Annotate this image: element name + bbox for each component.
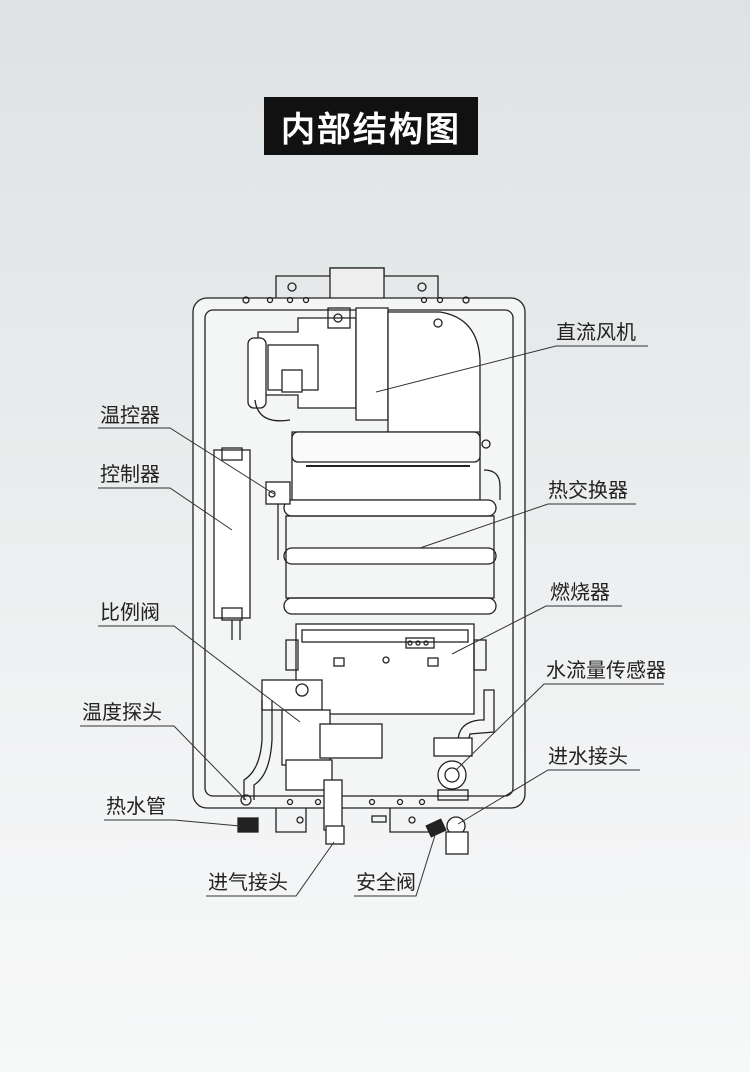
label-dc-fan: 直流风机 xyxy=(556,320,636,344)
leader-gas-inlet xyxy=(206,841,335,897)
leader-controller xyxy=(98,487,233,531)
label-safety-valve: 安全阀 xyxy=(356,870,416,894)
leader-proportional-valve xyxy=(98,625,301,723)
leader-water-flow-sensor xyxy=(455,683,664,771)
label-gas-inlet: 进气接头 xyxy=(208,870,288,894)
leader-heat-exchanger xyxy=(419,503,636,549)
page-title: 内部结构图 xyxy=(281,109,461,150)
label-hot-water-pipe: 热水管 xyxy=(106,794,166,818)
water-flow-sensor xyxy=(433,689,495,801)
label-heat-exchanger: 热交换器 xyxy=(548,478,628,502)
hot-water-pipe xyxy=(237,700,273,833)
water-inlet-joint xyxy=(425,816,469,855)
burner xyxy=(285,623,487,715)
label-thermostat: 温控器 xyxy=(100,403,160,427)
leader-safety-valve xyxy=(354,831,437,897)
dc-fan-assembly xyxy=(247,307,481,441)
leader-temp-probe xyxy=(80,725,247,801)
label-controller: 控制器 xyxy=(100,462,160,486)
leader-burner xyxy=(451,605,622,655)
leader-hot-water-pipe xyxy=(104,819,241,827)
leader-dc-fan xyxy=(375,345,648,393)
leader-water-inlet xyxy=(457,769,640,825)
thermostat-part xyxy=(265,481,291,560)
title-banner: 内部结构图 xyxy=(264,97,478,155)
gas-inlet-pipe xyxy=(323,779,345,845)
leader-thermostat xyxy=(98,427,275,495)
label-water-inlet: 进水接头 xyxy=(548,744,628,768)
controller-box xyxy=(213,447,251,640)
label-proportional-valve: 比例阀 xyxy=(100,600,160,624)
label-water-flow-sensor: 水流量传感器 xyxy=(546,658,666,682)
label-burner: 燃烧器 xyxy=(550,580,610,604)
heat-exchanger xyxy=(283,431,501,615)
label-temp-probe: 温度探头 xyxy=(82,700,162,724)
